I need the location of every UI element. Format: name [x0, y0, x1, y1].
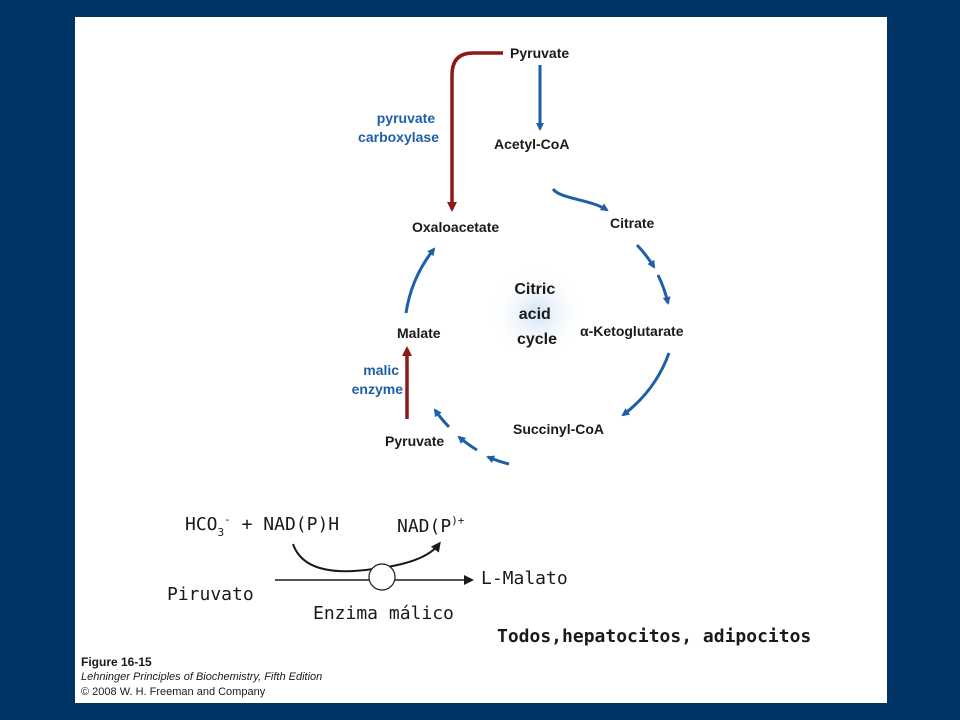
- arrow-pyruvate-carboxylase: [447, 51, 503, 212]
- label-ketoglutarate: α-Ketoglutarate: [580, 323, 684, 339]
- label-acetyl-coa: Acetyl-CoA: [494, 136, 569, 152]
- label-tissues: Todos,hepatocitos, adipocitos: [497, 626, 811, 647]
- cycle-center-glow: [489, 265, 585, 361]
- figure-caption: Figure 16-15 Lehninger Principles of Bio…: [81, 655, 322, 700]
- caption-book-title: Lehninger Principles of Biochemistry, Fi…: [81, 671, 323, 683]
- arrow-succinylcoa-segment-1: [486, 455, 510, 466]
- caption-copyright: © 2008 W. H. Freeman and Company: [81, 686, 266, 698]
- label-enzima-malico: Enzima málico: [313, 603, 454, 624]
- arrow-succinylcoa-segment-2: [457, 435, 478, 452]
- arrow-citrate-to-ketoglutarate: [656, 274, 671, 305]
- arrow-citrate-segment-1: [635, 243, 656, 269]
- label-malic-enzyme: malic enzyme: [352, 362, 404, 397]
- label-malate: Malate: [397, 325, 441, 341]
- label-succinyl-coa: Succinyl-CoA: [513, 421, 604, 437]
- label-nadp: NAD(P)+: [397, 514, 465, 537]
- arrow-acetylcoa-to-citrate: [551, 187, 609, 212]
- arrow-succinylcoa-to-malate: [433, 408, 451, 429]
- label-oxaloacetate: Oxaloacetate: [412, 219, 499, 235]
- label-citrate: Citrate: [610, 215, 655, 231]
- arrow-ketoglutarate-to-succinylcoa: [621, 352, 671, 417]
- label-pyruvate-carboxylase: pyruvate carboxylase: [358, 110, 439, 145]
- arrow-malate-to-oxaloacetate: [404, 247, 436, 314]
- arrow-cofactor-curve: [292, 541, 441, 573]
- citric-acid-cycle-diagram: Citric acid cycle Pyruvate Acetyl-CoA Ci…: [167, 45, 811, 647]
- cycle-center-label: Citric acid cycle: [514, 281, 559, 348]
- slide: Citric acid cycle Pyruvate Acetyl-CoA Ci…: [75, 17, 887, 703]
- enzyme-circle: [368, 563, 396, 591]
- caption-figure-number: Figure 16-15: [81, 655, 152, 669]
- label-pyruvate-top: Pyruvate: [510, 45, 569, 61]
- label-pyruvate-bottom: Pyruvate: [385, 433, 444, 449]
- label-piruvato: Piruvato: [167, 584, 254, 605]
- label-l-malato: L-Malato: [481, 568, 568, 589]
- label-hco3-nadph: HCO3- + NAD(P)H: [185, 513, 339, 539]
